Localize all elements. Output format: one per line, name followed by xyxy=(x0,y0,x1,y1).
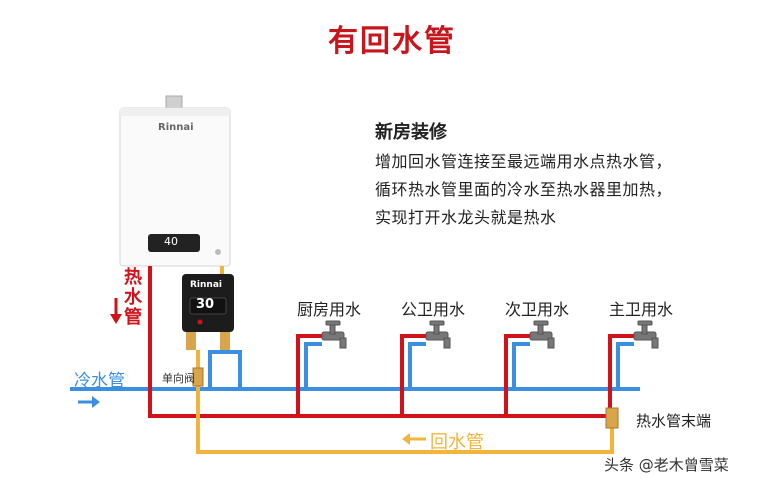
faucet-icon xyxy=(633,320,659,349)
check-valve xyxy=(192,367,204,387)
heater-brand: Rinnai xyxy=(158,122,194,133)
hot-pipe-label: 热 水 管 xyxy=(124,267,142,328)
description-line-2: 循环热水管里面的冷水至热水器里加热， xyxy=(375,180,673,199)
faucet-icon xyxy=(529,320,555,349)
pump-display: 30 xyxy=(196,297,215,312)
heater-display: 40 xyxy=(164,235,178,248)
watermark: 头条 @老木曾雪菜 xyxy=(604,456,729,474)
end-valve xyxy=(605,407,619,429)
hot-water-pipe xyxy=(148,266,634,418)
faucet-icon xyxy=(321,320,347,349)
cold-water-pipe xyxy=(70,342,640,391)
description-heading: 新房装修 xyxy=(375,122,447,143)
faucet-icon xyxy=(425,320,451,349)
description-line-3: 实现打开水龙头就是热水 xyxy=(375,208,557,227)
return-pipe-label: 回水管 xyxy=(430,432,484,453)
tap-label-public-bathroom: 公卫用水 xyxy=(400,300,465,319)
circulation-pump xyxy=(182,274,234,350)
diagram-title: 有回水管 xyxy=(328,24,456,59)
hot-pipe-end-label: 热水管末端 xyxy=(636,412,712,430)
tap-label-kitchen: 厨房用水 xyxy=(296,300,361,319)
tap-label-second-bathroom: 次卫用水 xyxy=(504,300,569,319)
water-heater xyxy=(119,95,231,267)
return-water-pipe xyxy=(196,266,614,454)
check-valve-label: 单向阀 xyxy=(162,372,195,385)
cold-pipe-label: 冷水管 xyxy=(74,371,125,391)
pump-brand: Rinnai xyxy=(190,280,222,290)
description-line-1: 增加回水管连接至最远端用水点热水管， xyxy=(375,152,673,171)
tap-label-master-bathroom: 主卫用水 xyxy=(608,300,673,319)
